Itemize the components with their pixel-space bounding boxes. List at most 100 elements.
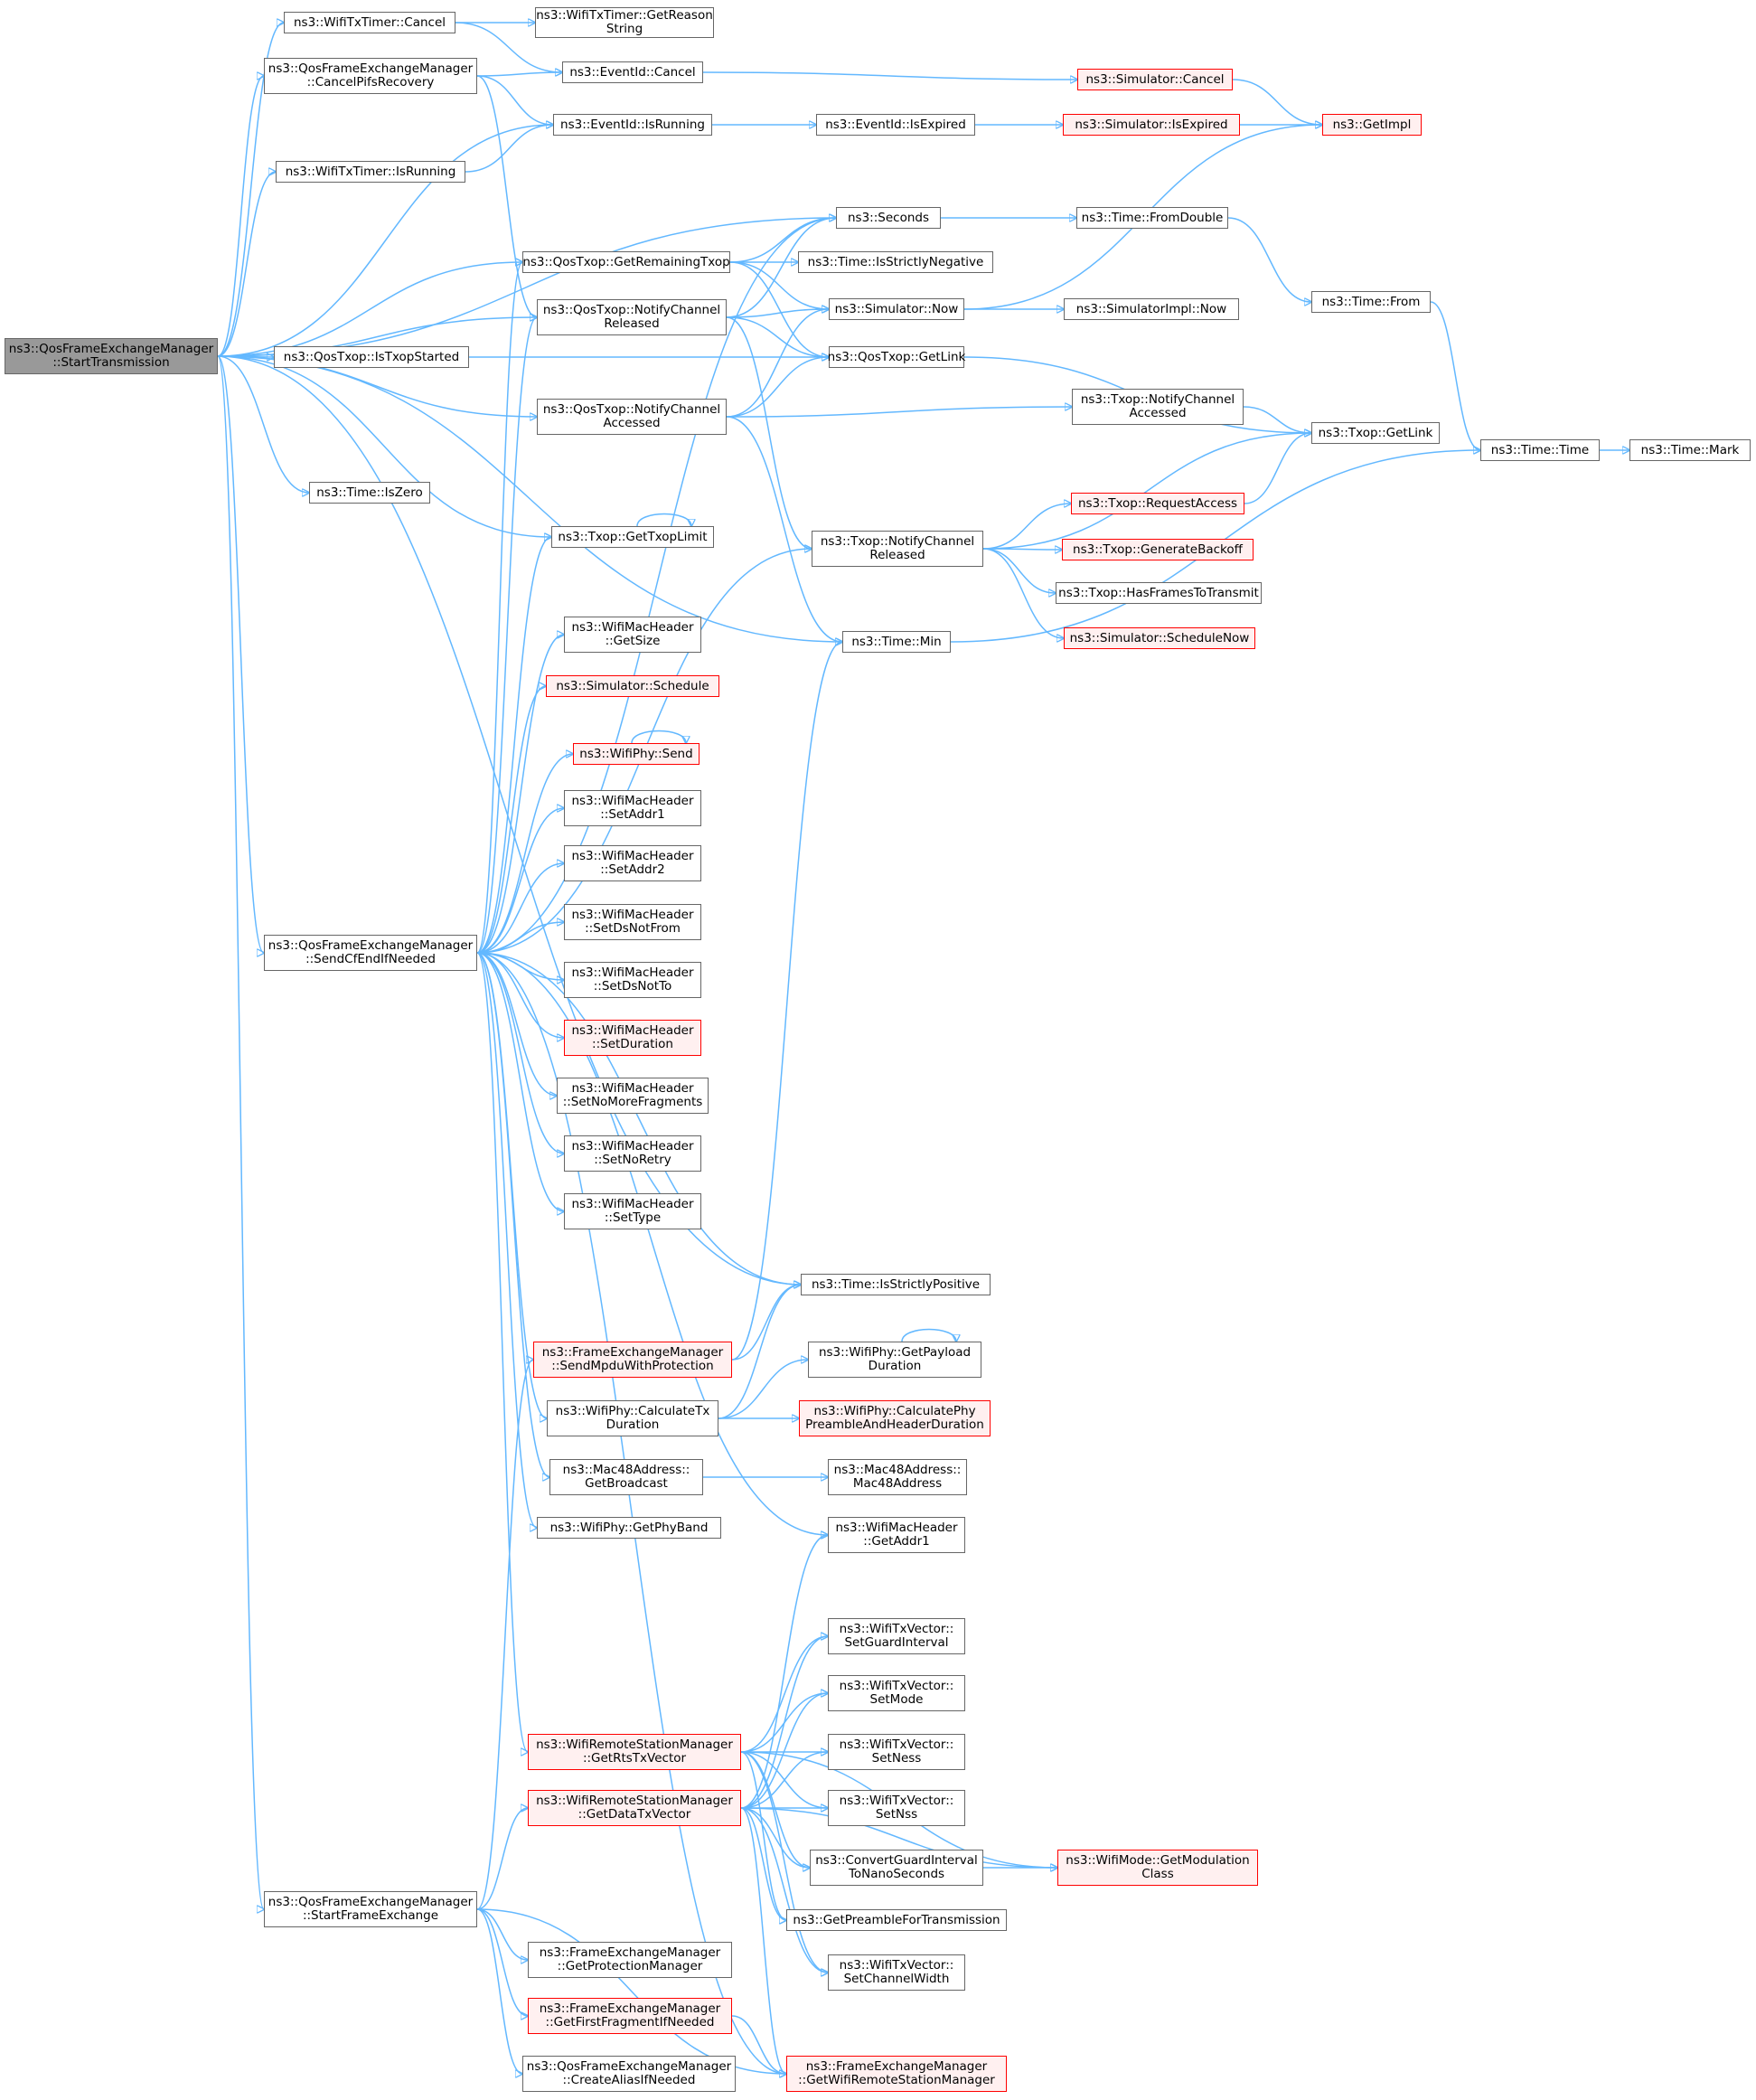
node-start-frame-exchange[interactable]: ns3::QosFrameExchangeManager::StartFrame… bbox=[264, 1891, 477, 1927]
node-qostxop-getlink[interactable]: ns3::QosTxop::GetLink bbox=[828, 346, 965, 368]
node-simulator-now[interactable]: ns3::Simulator::Now bbox=[829, 298, 964, 320]
node-set-no-more-fragments[interactable]: ns3::WifiMacHeader::SetNoMoreFragments bbox=[557, 1078, 709, 1114]
node-has-frames-to-transmit[interactable]: ns3::Txop::HasFramesToTransmit bbox=[1056, 582, 1262, 604]
node-set-mode[interactable]: ns3::WifiTxVector::SetMode bbox=[828, 1675, 965, 1711]
node-is-strictly-positive[interactable]: ns3::Time::IsStrictlyPositive bbox=[801, 1274, 991, 1295]
node-label-line: ns3::WifiMacHeader bbox=[571, 1197, 694, 1211]
node-is-strictly-negative[interactable]: ns3::Time::IsStrictlyNegative bbox=[798, 251, 993, 273]
node-eventid-isexpired[interactable]: ns3::EventId::IsExpired bbox=[816, 114, 975, 136]
node-label-line: SetNess bbox=[871, 1751, 922, 1766]
node-get-impl[interactable]: ns3::GetImpl bbox=[1322, 114, 1422, 136]
node-schedule-now[interactable]: ns3::Simulator::ScheduleNow bbox=[1064, 627, 1255, 649]
edge-getdata-getaddr1 bbox=[740, 1535, 828, 1809]
node-is-txop-started[interactable]: ns3::QosTxop::IsTxopStarted bbox=[274, 346, 469, 368]
node-set-no-retry[interactable]: ns3::WifiMacHeader::SetNoRetry bbox=[564, 1135, 701, 1172]
node-get-data-tx-vector[interactable]: ns3::WifiRemoteStationManager::GetDataTx… bbox=[528, 1790, 741, 1826]
node-label-line: SetMode bbox=[869, 1692, 924, 1707]
node-get-rts-tx-vector[interactable]: ns3::WifiRemoteStationManager::GetRtsTxV… bbox=[528, 1734, 741, 1770]
node-set-type[interactable]: ns3::WifiMacHeader::SetType bbox=[564, 1193, 701, 1229]
node-set-guard-interval[interactable]: ns3::WifiTxVector::SetGuardInterval bbox=[828, 1618, 965, 1654]
node-label-line: ns3::Time::FromDouble bbox=[1081, 210, 1224, 225]
node-label-line: ::StartFrameExchange bbox=[302, 1908, 439, 1923]
edge-txop_released-genbackoff bbox=[982, 549, 1062, 550]
node-label-line: ns3::GetPreambleForTransmission bbox=[793, 1912, 1000, 1927]
node-set-ds-not-from[interactable]: ns3::WifiMacHeader::SetDsNotFrom bbox=[564, 904, 701, 940]
edge-gettxoplimit-gettxoplimit bbox=[636, 513, 691, 527]
node-cancel-pifs-recovery[interactable]: ns3::QosFrameExchangeManager::CancelPifs… bbox=[264, 58, 477, 94]
node-get-addr1[interactable]: ns3::WifiMacHeader::GetAddr1 bbox=[828, 1517, 965, 1553]
node-send-mpdu-with-protection[interactable]: ns3::FrameExchangeManager::SendMpduWithP… bbox=[533, 1342, 732, 1378]
node-get-broadcast[interactable]: ns3::Mac48Address::GetBroadcast bbox=[549, 1459, 703, 1495]
node-label-line: ns3::EventId::IsExpired bbox=[825, 117, 966, 132]
node-label-line: ns3::WifiTxVector:: bbox=[839, 1794, 954, 1808]
edge-sendcfend-getrts bbox=[476, 952, 528, 1752]
edge-txop_accessed-txop_getlink bbox=[1243, 406, 1311, 433]
edge-sendcfend-remtxop bbox=[476, 262, 522, 954]
edge-eid_cancel-sim_cancel bbox=[702, 71, 1077, 80]
node-eventid-cancel[interactable]: ns3::EventId::Cancel bbox=[562, 61, 703, 83]
node-label-line: ns3::WifiRemoteStationManager bbox=[536, 1794, 733, 1808]
node-label-line: ns3::Simulator::ScheduleNow bbox=[1069, 630, 1250, 645]
node-start-transmission[interactable]: ns3::QosFrameExchangeManager::StartTrans… bbox=[5, 338, 218, 374]
node-time-min[interactable]: ns3::Time::Min bbox=[842, 631, 951, 653]
node-get-first-fragment[interactable]: ns3::FrameExchangeManager::GetFirstFragm… bbox=[528, 1998, 732, 2034]
node-set-channel-width[interactable]: ns3::WifiTxVector::SetChannelWidth bbox=[828, 1954, 965, 1991]
node-simulatorimpl-now[interactable]: ns3::SimulatorImpl::Now bbox=[1064, 298, 1239, 320]
node-simulator-isexpired[interactable]: ns3::Simulator::IsExpired bbox=[1063, 114, 1240, 136]
node-time-fromdouble[interactable]: ns3::Time::FromDouble bbox=[1076, 207, 1228, 229]
node-label-line: ns3::FrameExchangeManager bbox=[541, 1345, 724, 1360]
node-wifitxtimer-cancel[interactable]: ns3::WifiTxTimer::Cancel bbox=[284, 12, 455, 33]
node-set-ds-not-to[interactable]: ns3::WifiMacHeader::SetDsNotTo bbox=[564, 962, 701, 998]
node-wifiphy-send[interactable]: ns3::WifiPhy::Send bbox=[573, 743, 700, 765]
node-set-ness[interactable]: ns3::WifiTxVector::SetNess bbox=[828, 1734, 965, 1770]
node-txop-requestaccess[interactable]: ns3::Txop::RequestAccess bbox=[1071, 493, 1244, 514]
edge-root-gettxoplimit bbox=[217, 355, 551, 537]
node-generate-backoff[interactable]: ns3::Txop::GenerateBackoff bbox=[1062, 539, 1254, 560]
node-simulator-schedule[interactable]: ns3::Simulator::Schedule bbox=[546, 675, 719, 697]
node-time-time[interactable]: ns3::Time::Time bbox=[1480, 439, 1600, 461]
node-macheader-getsize[interactable]: ns3::WifiMacHeader::GetSize bbox=[564, 617, 701, 653]
edge-sendcfend-setaddr2 bbox=[476, 863, 564, 954]
node-label-line: ns3::Txop::RequestAccess bbox=[1077, 495, 1238, 511]
node-simulator-cancel[interactable]: ns3::Simulator::Cancel bbox=[1077, 69, 1233, 90]
node-set-addr1[interactable]: ns3::WifiMacHeader::SetAddr1 bbox=[564, 790, 701, 826]
node-label-line: ns3::Txop::GetTxopLimit bbox=[558, 529, 708, 544]
node-txop-getlink[interactable]: ns3::Txop::GetLink bbox=[1311, 422, 1440, 444]
node-get-preamble-for-transmission[interactable]: ns3::GetPreambleForTransmission bbox=[786, 1909, 1007, 1931]
node-send-cfend-if-needed[interactable]: ns3::QosFrameExchangeManager::SendCfEndI… bbox=[264, 935, 477, 971]
node-time-iszero[interactable]: ns3::Time::IsZero bbox=[309, 482, 430, 504]
edge-getrts-setchwidth bbox=[740, 1751, 828, 1973]
edge-phy_send-phy_send bbox=[631, 730, 686, 744]
node-seconds[interactable]: ns3::Seconds bbox=[836, 207, 941, 229]
node-set-addr2[interactable]: ns3::WifiMacHeader::SetAddr2 bbox=[564, 845, 701, 881]
node-time-from[interactable]: ns3::Time::From bbox=[1311, 291, 1431, 313]
node-set-nss[interactable]: ns3::WifiTxVector::SetNss bbox=[828, 1790, 965, 1826]
node-get-phy-band[interactable]: ns3::WifiPhy::GetPhyBand bbox=[537, 1517, 721, 1539]
node-get-txop-limit[interactable]: ns3::Txop::GetTxopLimit bbox=[551, 526, 714, 548]
node-label-line: Class bbox=[1141, 1867, 1174, 1881]
node-get-remaining-txop[interactable]: ns3::QosTxop::GetRemainingTxop bbox=[522, 251, 730, 273]
node-time-mark[interactable]: ns3::Time::Mark bbox=[1629, 439, 1751, 461]
node-get-protection-manager[interactable]: ns3::FrameExchangeManager::GetProtection… bbox=[528, 1942, 732, 1978]
edge-qos_accessed-txop_accessed bbox=[726, 407, 1072, 418]
node-label-line: ::SetNoMoreFragments bbox=[562, 1095, 703, 1109]
node-create-alias-if-needed[interactable]: ns3::QosFrameExchangeManager::CreateAlia… bbox=[522, 2056, 736, 2092]
node-eventid-isrunning[interactable]: ns3::EventId::IsRunning bbox=[553, 114, 712, 136]
edge-root-cancelpifs bbox=[217, 76, 264, 357]
node-set-duration[interactable]: ns3::WifiMacHeader::SetDuration bbox=[564, 1020, 701, 1056]
node-get-wifi-remote-station-manager[interactable]: ns3::FrameExchangeManager::GetWifiRemote… bbox=[786, 2056, 1007, 2092]
node-wifitxtimer-isrunning[interactable]: ns3::WifiTxTimer::IsRunning bbox=[276, 161, 465, 183]
node-label-line: ns3::ConvertGuardInterval bbox=[815, 1853, 978, 1868]
node-label-line: ns3::GetImpl bbox=[1332, 117, 1412, 132]
node-mac48address[interactable]: ns3::Mac48Address::Mac48Address bbox=[828, 1459, 967, 1495]
